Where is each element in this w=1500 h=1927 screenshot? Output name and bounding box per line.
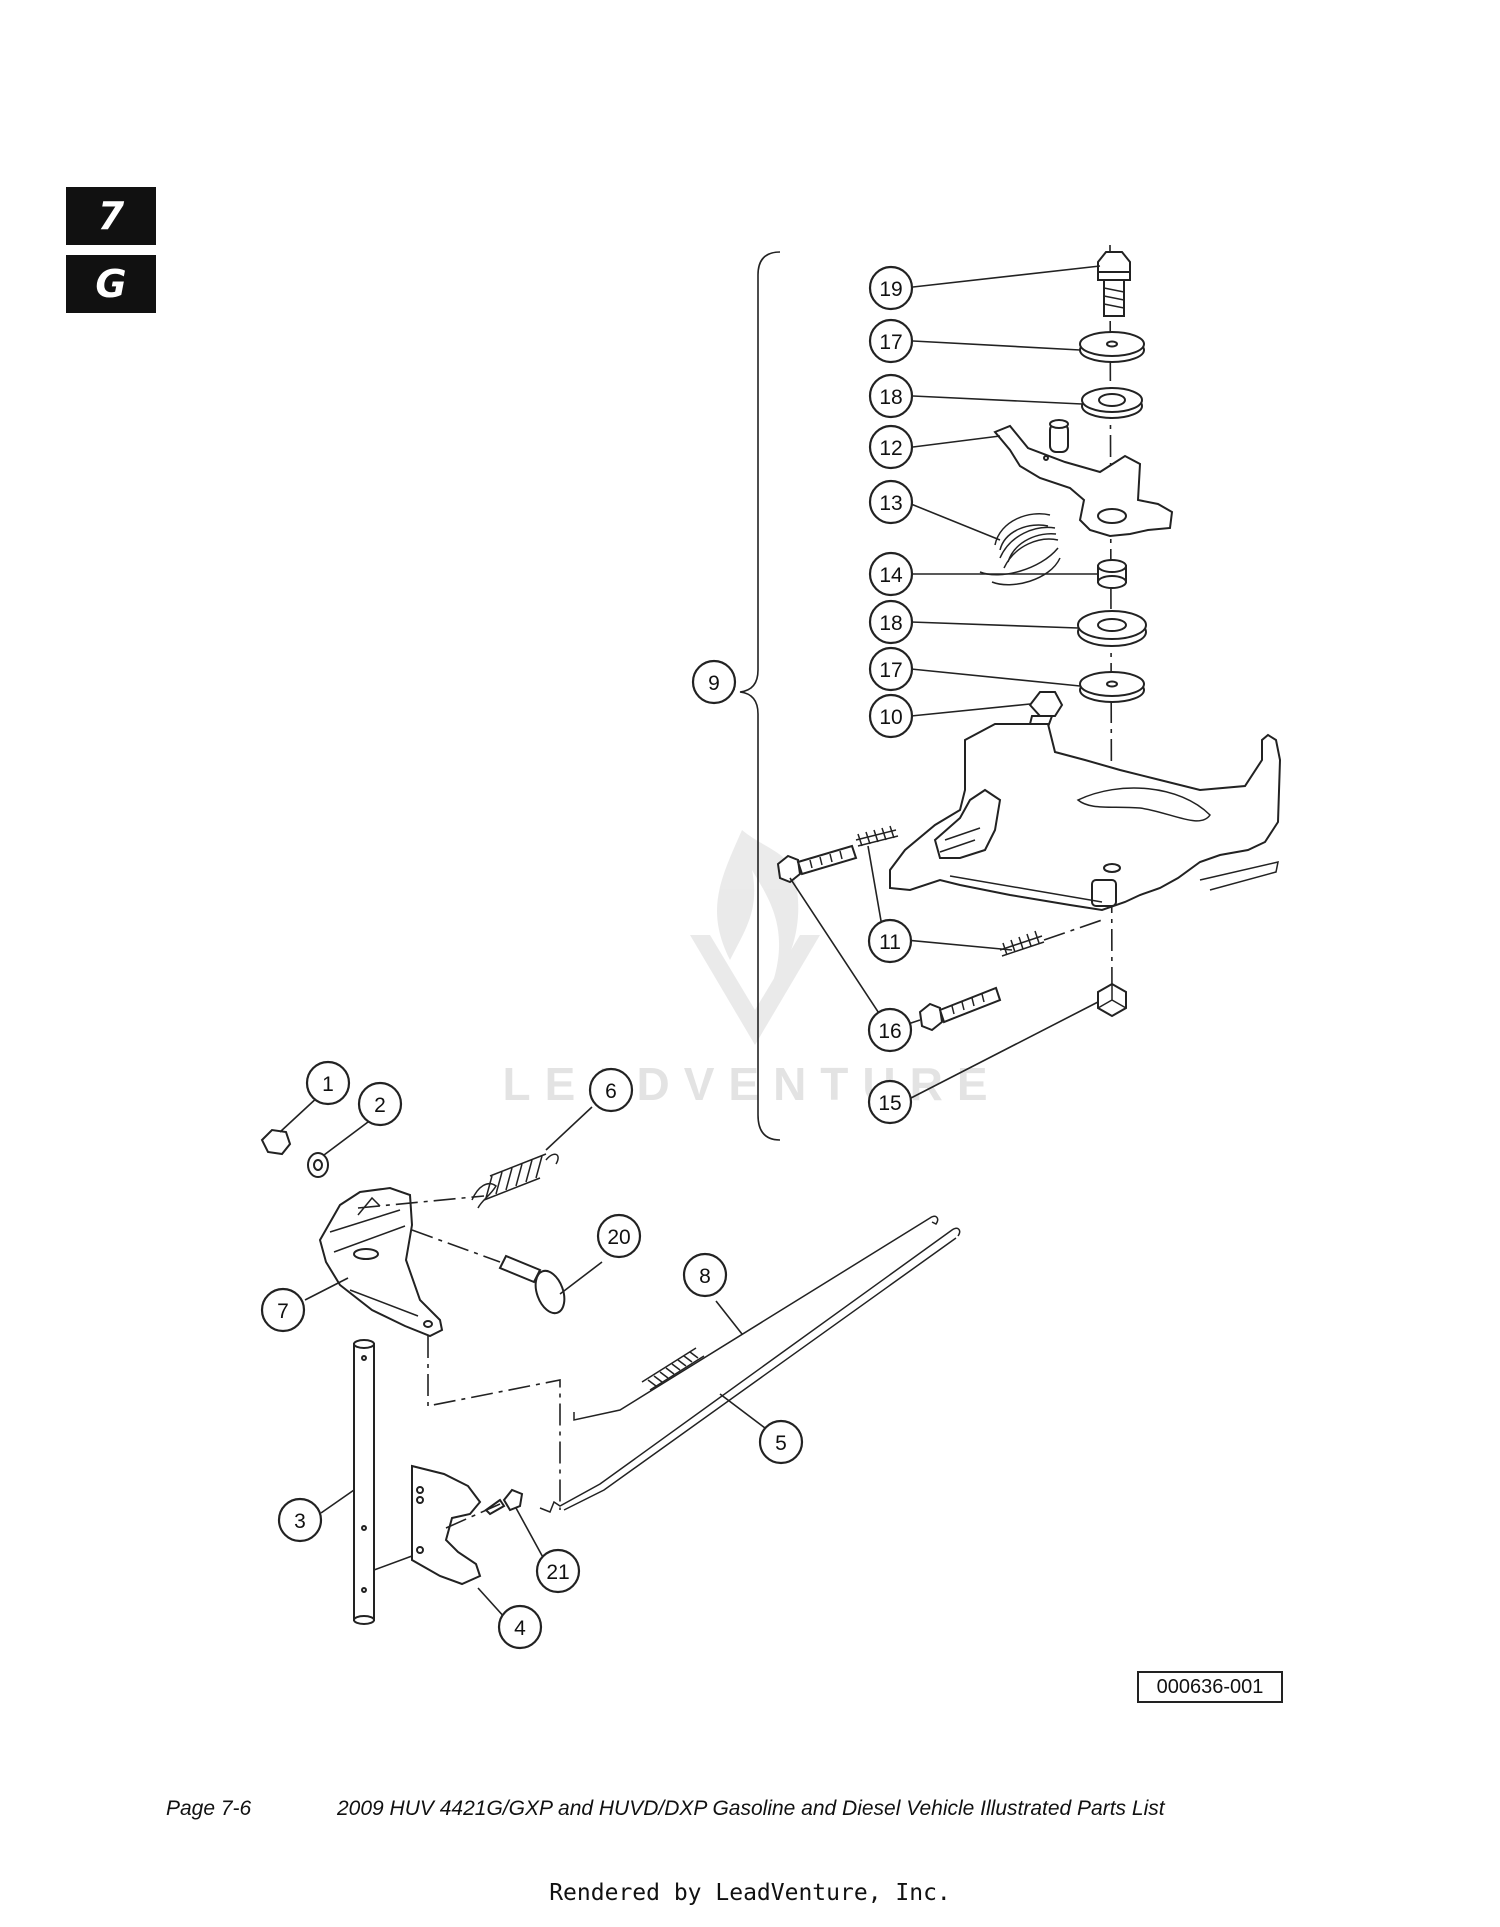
svg-text:2: 2 bbox=[374, 1094, 386, 1117]
compression-spring-part bbox=[855, 825, 1045, 957]
callout-1: 1 bbox=[305, 1060, 351, 1106]
governor-lever-part bbox=[993, 419, 1174, 538]
svg-text:13: 13 bbox=[879, 492, 902, 515]
callout-16: 16 bbox=[867, 1007, 913, 1053]
callout-17-lower: 17 bbox=[868, 646, 914, 692]
callout-6: 6 bbox=[588, 1067, 634, 1113]
figure-id-box: 000636-001 bbox=[1137, 1671, 1283, 1703]
callout-2: 2 bbox=[357, 1081, 403, 1127]
screw-centerline bbox=[445, 1503, 501, 1529]
adjusting-bolt-part bbox=[776, 844, 1002, 1032]
spring-washer-lower-part bbox=[1077, 610, 1147, 647]
svg-text:16: 16 bbox=[878, 1020, 901, 1043]
footer-page-number: Page 7-6 bbox=[166, 1797, 252, 1820]
svg-text:11: 11 bbox=[879, 931, 901, 954]
callout-12: 12 bbox=[868, 424, 914, 470]
lower-nut-part bbox=[260, 1128, 292, 1156]
svg-text:8: 8 bbox=[699, 1265, 711, 1288]
spring-hook-centerline bbox=[357, 1195, 485, 1209]
svg-text:20: 20 bbox=[607, 1226, 630, 1249]
svg-text:14: 14 bbox=[879, 564, 903, 587]
callout-10: 10 bbox=[868, 693, 914, 739]
callout-8: 8 bbox=[682, 1252, 728, 1298]
section-letter-tab: G bbox=[66, 255, 156, 313]
bushing-part bbox=[1097, 559, 1127, 589]
callout-14: 14 bbox=[868, 551, 914, 597]
flat-washer-upper-part bbox=[1079, 331, 1145, 363]
linkage-centerline bbox=[427, 1336, 561, 1510]
callout-21: 21 bbox=[535, 1548, 581, 1594]
assembly-bracket bbox=[739, 251, 781, 1141]
callout-17-upper: 17 bbox=[868, 318, 914, 364]
svg-text:18: 18 bbox=[879, 386, 902, 409]
svg-text:6: 6 bbox=[605, 1080, 617, 1103]
svg-text:9: 9 bbox=[708, 672, 720, 695]
svg-text:18: 18 bbox=[879, 612, 902, 635]
svg-text:3: 3 bbox=[294, 1510, 306, 1533]
svg-text:12: 12 bbox=[879, 437, 902, 460]
svg-text:17: 17 bbox=[879, 659, 902, 682]
throttle-bracket-part bbox=[411, 1464, 482, 1586]
spring-centerline bbox=[1043, 919, 1103, 941]
callout-20: 20 bbox=[596, 1213, 642, 1259]
callout-11: 11 bbox=[867, 918, 913, 964]
callout-9: 9 bbox=[691, 659, 737, 705]
svg-text:17: 17 bbox=[879, 331, 902, 354]
render-credit: Rendered by LeadVenture, Inc. bbox=[549, 1880, 951, 1906]
governor-bracket-part bbox=[889, 723, 1282, 912]
hex-nut-part bbox=[1097, 982, 1127, 1018]
watermark-text: LEADVENTURE bbox=[502, 1058, 1001, 1110]
callout-15: 15 bbox=[867, 1079, 913, 1125]
callout-19: 19 bbox=[868, 265, 914, 311]
callout-13: 13 bbox=[868, 479, 914, 525]
spring-washer-upper-part bbox=[1081, 387, 1143, 419]
svg-text:5: 5 bbox=[775, 1432, 787, 1455]
callout-4: 4 bbox=[497, 1604, 543, 1650]
callout-5: 5 bbox=[758, 1419, 804, 1465]
svg-text:19: 19 bbox=[879, 278, 902, 301]
lever-spring-part bbox=[471, 1153, 559, 1209]
throttle-shaft-part bbox=[353, 1339, 375, 1625]
footer-document-title: 2009 HUV 4421G/GXP and HUVD/DXP Gasoline… bbox=[337, 1797, 1165, 1820]
svg-text:7: 7 bbox=[277, 1300, 289, 1323]
callout-18-lower: 18 bbox=[868, 599, 914, 645]
pivot-stud-part bbox=[498, 1254, 566, 1315]
svg-text:10: 10 bbox=[879, 706, 902, 729]
svg-text:21: 21 bbox=[546, 1561, 569, 1584]
stop-rod-part bbox=[949, 875, 1103, 903]
flange-bolt-part bbox=[1097, 251, 1131, 317]
svg-text:4: 4 bbox=[514, 1617, 526, 1640]
stud-centerline bbox=[411, 1229, 501, 1263]
throttle-rod-part bbox=[573, 1215, 939, 1421]
leader-lines bbox=[279, 265, 1101, 1631]
governor-rod-part bbox=[539, 1227, 961, 1513]
flat-washer-lower-part bbox=[1079, 671, 1145, 703]
lower-washer-part bbox=[307, 1152, 329, 1178]
callout-18-upper: 18 bbox=[868, 373, 914, 419]
callout-3: 3 bbox=[277, 1497, 323, 1543]
svg-text:15: 15 bbox=[878, 1092, 901, 1115]
section-number-tab: 7 bbox=[66, 187, 156, 245]
throttle-lever-part bbox=[318, 1186, 444, 1338]
svg-text:1: 1 bbox=[322, 1073, 334, 1096]
callout-7: 7 bbox=[260, 1287, 306, 1333]
